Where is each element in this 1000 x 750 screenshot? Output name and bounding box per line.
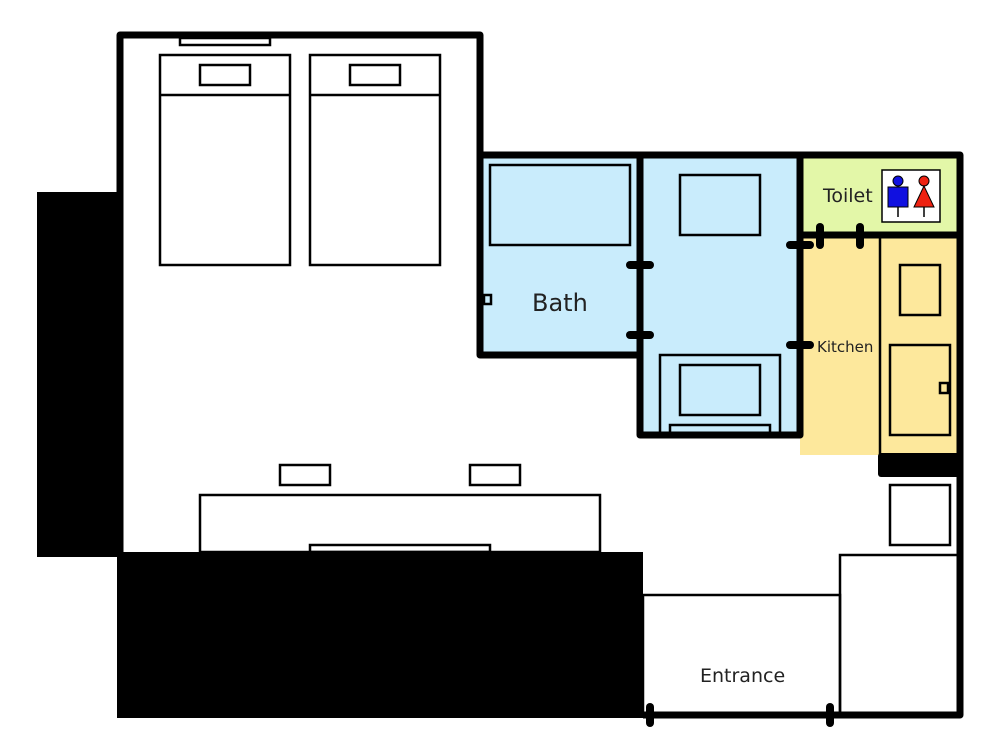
bottom-wall-block bbox=[117, 552, 643, 718]
toilet-label: Toilet bbox=[822, 185, 873, 207]
restroom-sign-icon bbox=[881, 169, 941, 223]
entrance-label: Entrance bbox=[700, 665, 785, 687]
door-markers bbox=[626, 223, 864, 727]
shower-room-area bbox=[640, 155, 800, 435]
bath-label: Bath bbox=[532, 289, 588, 317]
kitchen-label: Kitchen bbox=[817, 338, 873, 356]
furniture bbox=[158, 36, 960, 717]
bed-left bbox=[158, 53, 292, 267]
left-wall-block bbox=[37, 192, 122, 557]
bath-room-area bbox=[480, 155, 640, 355]
desk bbox=[198, 493, 602, 554]
bed-right bbox=[308, 53, 442, 267]
kitchen-counter-block bbox=[878, 453, 962, 477]
